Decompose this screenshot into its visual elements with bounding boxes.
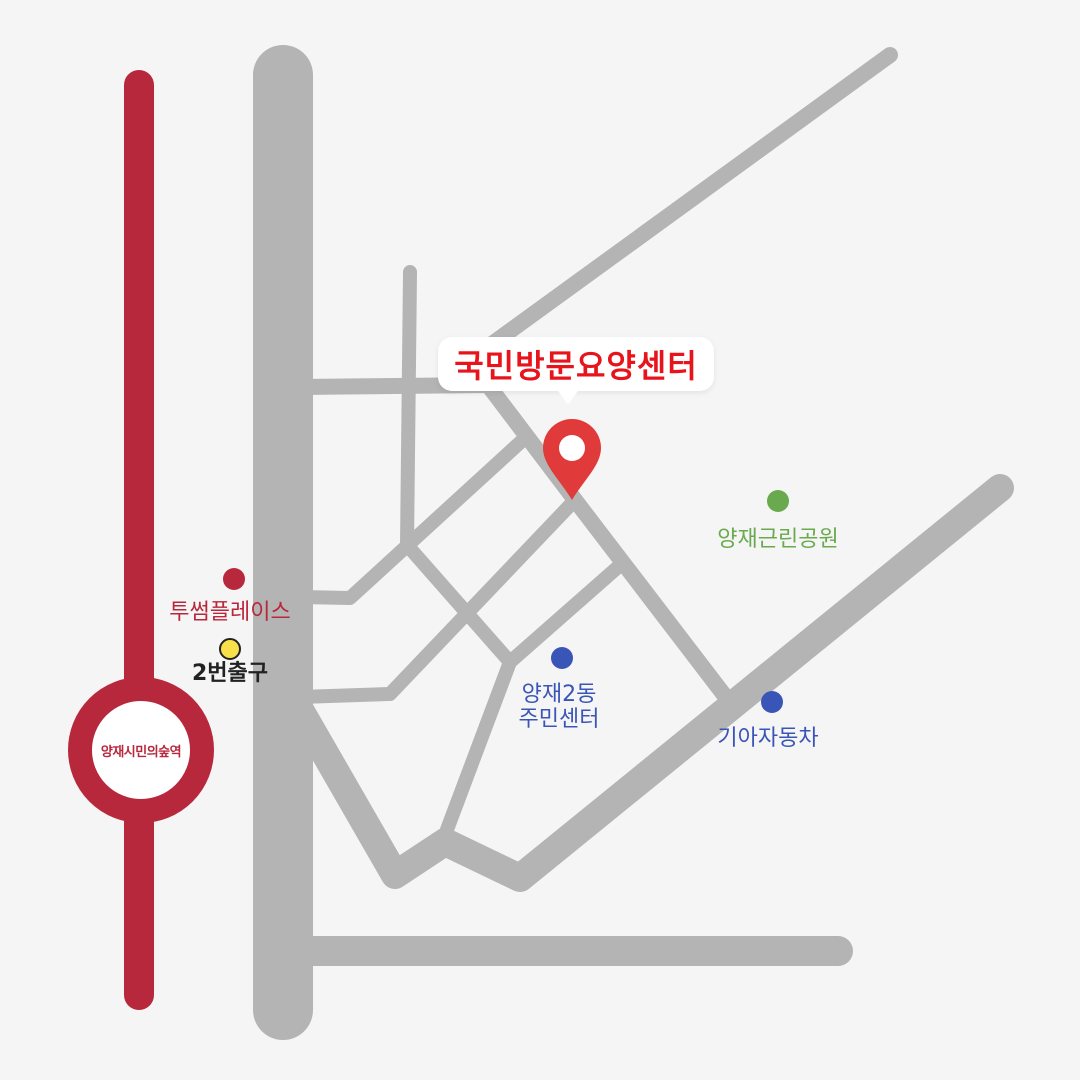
- kia-motors-marker-icon[interactable]: [761, 691, 783, 713]
- station-marker[interactable]: 양재시민의숲역: [68, 677, 214, 823]
- yangjae2-center-marker-icon[interactable]: [551, 647, 573, 669]
- destination-callout[interactable]: 국민방문요양센터: [438, 337, 714, 405]
- destination-name: 국민방문요양센터: [454, 347, 698, 385]
- yangjae-park-marker-icon[interactable]: [767, 490, 789, 512]
- station-name: 양재시민의숲역: [100, 744, 182, 760]
- yangjae2-center-line1: 양재2동: [521, 682, 597, 707]
- two-some-place-label: 투썸플레이스: [169, 600, 291, 625]
- kia-motors-label: 기아자동차: [717, 726, 819, 751]
- two-some-place-marker-icon[interactable]: [223, 568, 245, 590]
- yangjae-park-label: 양재근린공원: [717, 527, 839, 552]
- location-pin-icon: [543, 419, 601, 500]
- exit-2-label: 2번출구: [191, 661, 269, 686]
- yangjae2-center-line2: 주민센터: [518, 707, 600, 733]
- yangjae2-center-label: 양재2동 주민센터: [500, 682, 618, 733]
- exit-2-marker-icon[interactable]: [219, 638, 241, 660]
